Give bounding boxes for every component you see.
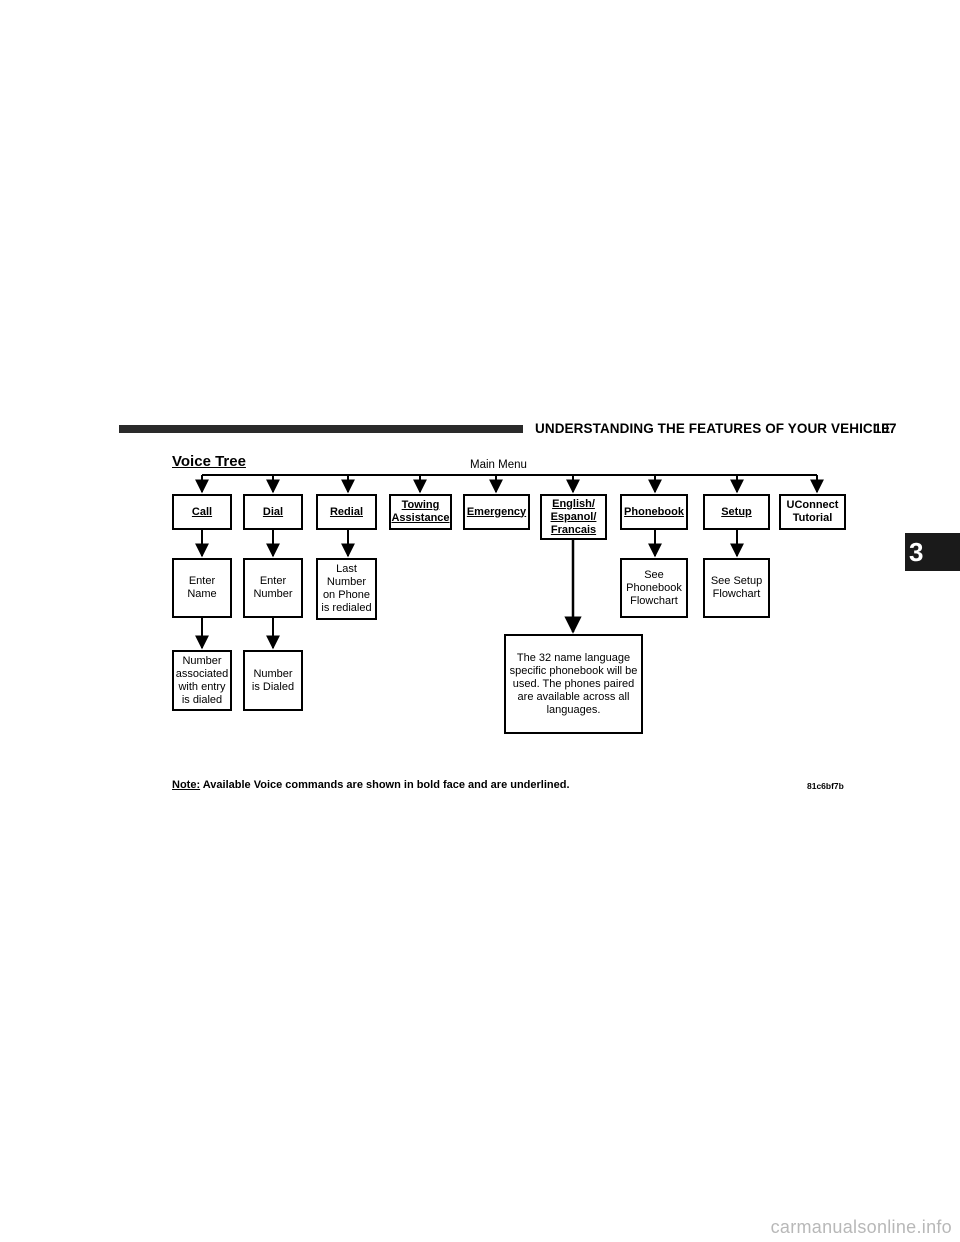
chapter-tab[interactable]: 3 [905,533,960,571]
enter-name-box: Enter Name [172,558,232,618]
call-command-box: Call [172,494,232,530]
main-menu-label: Main Menu [470,459,527,471]
dial-command-box: Dial [243,494,303,530]
redial-command-box: Redial [316,494,377,530]
language-note-box: The 32 name language specific phonebook … [504,634,643,734]
watermark: carmanualsonline.info [770,1217,952,1237]
header-rule [119,425,523,433]
diagram-note: Note: Available Voice commands are shown… [172,779,570,791]
figure-code: 81c6bf7b [807,781,844,791]
page-number: 107 [874,421,897,436]
see-phonebook-box: See Phonebook Flowchart [620,558,688,618]
language-command-box: English/ Espanol/ Francais [540,494,607,540]
emergency-command-box: Emergency [463,494,530,530]
section-title: UNDERSTANDING THE FEATURES OF YOUR VEHIC… [535,421,891,436]
enter-number-box: Enter Number [243,558,303,618]
last-number-box: Last Number on Phone is redialed [316,558,377,620]
espanol-label: Espanol/ [550,510,597,523]
number-dialed-box: Number is Dialed [243,650,303,711]
towing-assistance-command-box: Towing Assistance [389,494,452,530]
english-label: English/ [552,497,595,510]
see-setup-box: See Setup Flowchart [703,558,770,618]
note-label: Note: [172,779,201,791]
diagram-title: Voice Tree [172,453,246,470]
setup-command-box: Setup [703,494,770,530]
number-associated-box: Number associated with entry is dialed [172,650,232,711]
francais-label: Francais [550,523,597,536]
note-text: Available Voice commands are shown in bo… [200,779,570,791]
phonebook-command-box: Phonebook [620,494,688,530]
uconnect-tutorial-box: UConnect Tutorial [779,494,846,530]
